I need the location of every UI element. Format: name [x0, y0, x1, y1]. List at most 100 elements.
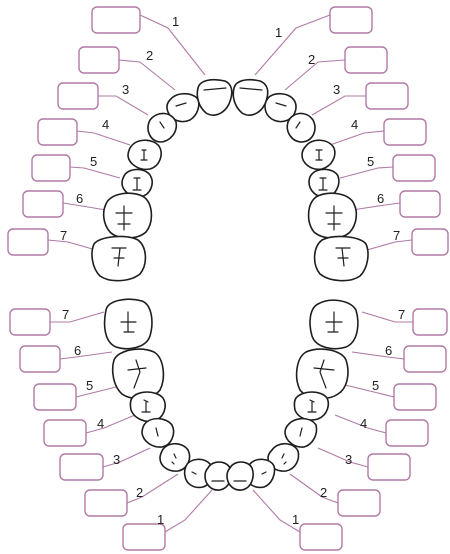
answer-box-upper-right-2[interactable]	[344, 46, 388, 74]
answer-box-lower-right-4[interactable]	[385, 419, 429, 447]
leader-line	[85, 414, 136, 434]
leader-line	[359, 239, 413, 253]
leader-line	[59, 351, 113, 360]
answer-box-lower-right-5[interactable]	[393, 383, 437, 411]
leader-line	[62, 202, 107, 211]
leader-line	[98, 95, 149, 116]
tooth-number-label: 5	[86, 378, 93, 393]
tooth-number-label: 4	[360, 416, 367, 431]
leader-line	[75, 384, 125, 398]
leader-line	[289, 473, 339, 504]
upper-right-central-incisor	[232, 78, 269, 116]
leader-line	[164, 489, 213, 533]
leader-line	[118, 59, 176, 91]
answer-box-upper-right-5[interactable]	[392, 154, 436, 182]
answer-box-lower-left-4[interactable]	[43, 419, 87, 447]
lower-right-second-premolar	[293, 391, 330, 421]
tooth-number-label: 4	[102, 117, 109, 132]
answer-box-lower-left-5[interactable]	[33, 383, 77, 411]
tooth-number-label: 2	[308, 52, 315, 67]
tooth-number-label: 1	[157, 512, 164, 527]
answer-box-lower-right-6[interactable]	[403, 345, 447, 373]
tooth-number-label: 5	[367, 154, 374, 169]
tooth-number-label: 4	[351, 117, 358, 132]
answer-box-upper-left-5[interactable]	[31, 154, 71, 182]
upper-left-canine	[147, 112, 178, 143]
leader-line	[47, 239, 97, 251]
tooth-number-label: 5	[372, 378, 379, 393]
leader-line	[139, 14, 206, 76]
leader-line	[254, 14, 331, 76]
lower-left-central-incisor	[204, 461, 232, 491]
lower-left-second-premolar	[129, 391, 166, 423]
upper-right-first-molar	[307, 192, 358, 239]
upper-left-first-molar	[102, 192, 153, 239]
leader-line	[351, 351, 405, 360]
answer-box-upper-left-2[interactable]	[78, 46, 120, 74]
upper-right-first-premolar	[301, 139, 336, 171]
leader-line	[284, 59, 346, 91]
answer-box-lower-right-1[interactable]	[299, 523, 343, 551]
answer-box-lower-left-2[interactable]	[84, 489, 128, 517]
tooth-number-label: 3	[113, 452, 120, 467]
lower-left-first-molar	[111, 348, 165, 400]
answer-box-upper-right-7[interactable]	[411, 228, 449, 256]
answer-box-upper-right-3[interactable]	[365, 82, 409, 110]
upper-left-central-incisor	[196, 78, 233, 116]
lower-right-second-molar	[309, 299, 359, 350]
leader-line	[351, 202, 401, 211]
upper-left-first-premolar	[127, 139, 162, 171]
tooth-number-label: 5	[90, 154, 97, 169]
leader-line	[311, 95, 366, 116]
leader-line	[50, 311, 105, 323]
answer-box-lower-left-7[interactable]	[9, 308, 51, 336]
answer-box-upper-left-3[interactable]	[57, 82, 99, 110]
answer-box-lower-left-3[interactable]	[59, 453, 104, 481]
answer-box-upper-right-4[interactable]	[383, 118, 427, 146]
lower-right-central-incisor	[226, 461, 254, 491]
tooth-number-label: 3	[122, 82, 129, 97]
tooth-number-label: 7	[393, 228, 400, 243]
upper-left-lateral-incisor	[166, 92, 200, 123]
tooth-number-label: 7	[398, 307, 405, 322]
upper-right-canine	[286, 112, 316, 143]
lower-right-canine	[267, 442, 300, 472]
tooth-number-label: 7	[60, 228, 67, 243]
answer-box-upper-left-1[interactable]	[91, 6, 141, 34]
tooth-number-label: 7	[62, 307, 69, 322]
answer-box-lower-left-1[interactable]	[122, 523, 166, 551]
answer-box-upper-left-4[interactable]	[37, 118, 78, 146]
leader-line	[334, 414, 387, 434]
answer-box-upper-left-7[interactable]	[7, 228, 49, 256]
upper-right-lateral-incisor	[264, 92, 297, 123]
tooth-number-label: 6	[377, 191, 384, 206]
tooth-number-label: 6	[385, 343, 392, 358]
tooth-number-label: 2	[320, 485, 327, 500]
answer-box-lower-right-2[interactable]	[337, 489, 381, 517]
lower-right-first-molar	[295, 348, 349, 400]
answer-box-upper-left-6[interactable]	[22, 190, 64, 218]
answer-box-lower-left-6[interactable]	[19, 345, 61, 373]
leader-line	[329, 130, 385, 146]
tooth-number-label: 1	[275, 25, 282, 40]
answer-box-upper-right-1[interactable]	[329, 6, 373, 34]
lower-right-first-premolar	[284, 417, 318, 448]
lower-left-canine	[159, 442, 191, 472]
tooth-number-label: 1	[292, 512, 299, 527]
tooth-number-label: 6	[74, 343, 81, 358]
leader-line	[69, 166, 121, 179]
tooth-number-label: 2	[136, 485, 143, 500]
answer-box-lower-right-3[interactable]	[367, 453, 411, 481]
answer-box-upper-right-6[interactable]	[399, 190, 441, 218]
leader-line	[126, 473, 179, 504]
tooth-number-label: 2	[146, 48, 153, 63]
leader-line	[317, 447, 369, 468]
tooth-number-label: 4	[97, 416, 104, 431]
leader-line	[339, 166, 394, 179]
tooth-number-label: 3	[333, 82, 340, 97]
answer-box-lower-right-7[interactable]	[412, 308, 448, 336]
upper-left-second-molar	[91, 235, 147, 282]
lower-left-second-molar	[103, 298, 153, 350]
